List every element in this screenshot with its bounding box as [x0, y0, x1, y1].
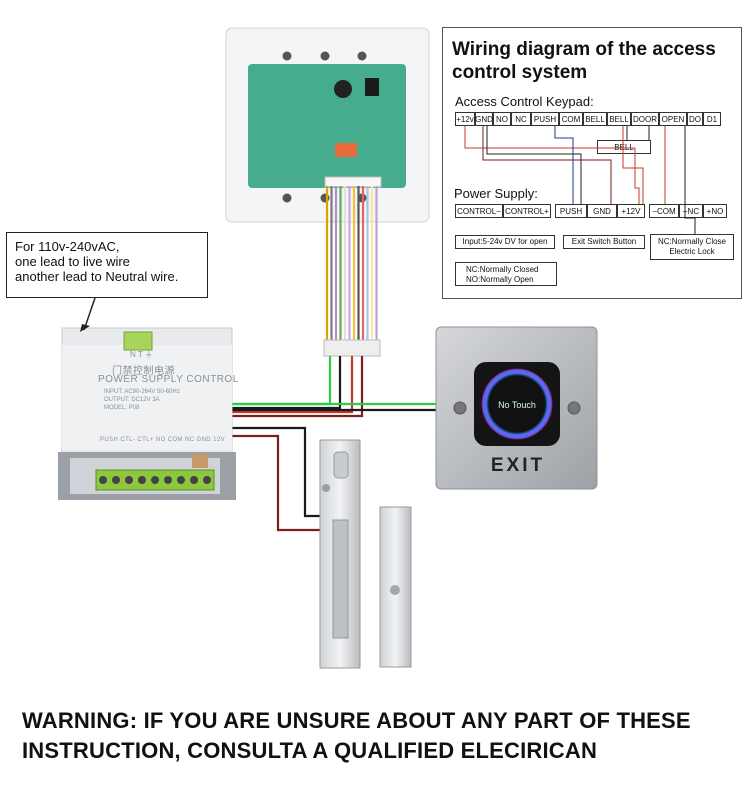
diagram-wire	[622, 126, 644, 204]
magnetic-lock	[319, 439, 412, 669]
power-heading: Power Supply:	[454, 186, 538, 201]
wiring-diagram: Wiring diagram of the access control sys…	[442, 27, 742, 299]
diagram-wire	[482, 126, 612, 204]
keypad-terminal: PUSH	[531, 112, 559, 126]
terminal-screw	[177, 476, 185, 484]
diagram-wire	[486, 126, 582, 204]
ps-english-title: POWER SUPPLY CONTROL	[98, 374, 239, 385]
connector	[335, 143, 357, 157]
exit-button	[435, 326, 598, 490]
legend-note: NC:Normally Closed NO:Normally Open	[455, 262, 557, 286]
legend-line2: NO:Normally Open	[466, 275, 534, 284]
callout-pointer	[80, 297, 96, 332]
legend-line1: NC:Normally Closed	[466, 265, 539, 274]
ps-terminal-labels: PUSH CTL- CTL+ NO COM NC GND 12V	[100, 437, 225, 443]
sensor-text: No Touch	[498, 400, 536, 410]
diagram-title-line1: Wiring diagram of the access	[452, 39, 716, 60]
voltage-callout: For 110v-240vAC, one lead to live wire a…	[6, 232, 208, 298]
ps-spec-model: MODEL: P08	[104, 405, 140, 411]
callout-line1: For 110v-240vAC,	[15, 239, 120, 254]
ribbon-connector	[323, 339, 381, 357]
ps-chinese-title: 门禁控制电源	[112, 366, 175, 377]
field-wires	[228, 356, 440, 532]
nc-lock-note-line1: NC:Normally Close	[657, 237, 726, 246]
terminal-screw	[190, 476, 198, 484]
terminal-screw	[138, 476, 146, 484]
nc-lock-note-line2: Electric Lock	[669, 247, 715, 256]
keypad-terminal: OPEN	[659, 112, 687, 126]
ps-spec-input: INPUT: AC90-264V 50-60Hz	[104, 389, 180, 395]
diagram-wire	[554, 126, 574, 204]
diagram-title-line2: control system	[452, 62, 588, 83]
keypad-terminal: NO	[493, 112, 511, 126]
power-terminal: PUSH	[555, 204, 587, 218]
keypad-terminal: +12v	[455, 112, 475, 126]
diagram-wire	[464, 126, 640, 204]
keypad-heading: Access Control Keypad:	[455, 94, 594, 109]
terminal-screw	[112, 476, 120, 484]
nc-lock-note: NC:Normally Close Electric Lock	[650, 234, 734, 260]
bell-box: BELL	[597, 140, 651, 154]
keypad-terminal: BELL	[607, 112, 631, 126]
power-terminal: CONTROL−	[455, 204, 503, 218]
keypad-terminal: COM	[559, 112, 583, 126]
warning-line1: WARNING: IF YOU ARE UNSURE ABOUT ANY PAR…	[22, 708, 691, 733]
ribbon-cable	[325, 186, 378, 342]
power-terminal: +NO	[703, 204, 727, 218]
diagram-title: Wiring diagram of the access control sys…	[452, 38, 737, 84]
terminal-screw	[151, 476, 159, 484]
warning-line2: INSTRUCTION, CONSULTA A QUALIFIED ELECIR…	[22, 738, 598, 763]
keypad-terminal: GND	[475, 112, 493, 126]
keypad-terminal: DOOR	[631, 112, 659, 126]
power-fuse-terminal	[123, 331, 153, 351]
callout-line2: one lead to live wire	[15, 254, 130, 269]
buzzer	[334, 80, 352, 98]
keypad-terminal: BELL	[583, 112, 607, 126]
power-supply	[58, 327, 236, 500]
diagram-wire-lines	[464, 126, 696, 234]
keypad-terminal: D1	[703, 112, 721, 126]
ps-indicator: N T ⏚	[130, 350, 153, 359]
input-note: Input:5-24v DV for open	[455, 235, 555, 249]
sensor-ring	[481, 368, 553, 440]
power-terminal: CONTROL+	[503, 204, 551, 218]
callout-line3: another lead to Neutral wire.	[15, 269, 179, 284]
diagram-wire	[684, 126, 696, 234]
exit-label: EXIT	[490, 455, 546, 476]
exit-switch-note: Exit Switch Button	[563, 235, 645, 249]
ps-spec-output: OUTPUT: DC12V 3A	[104, 397, 160, 403]
power-terminal: −COM	[649, 204, 679, 218]
terminal-screw	[164, 476, 172, 484]
warning-text: WARNING: IF YOU ARE UNSURE ABOUT ANY PAR…	[22, 706, 742, 766]
keypad-device	[225, 27, 430, 223]
keypad-terminal: NC	[511, 112, 531, 126]
keypad-circuit-board	[248, 64, 406, 188]
power-terminal: +12V	[617, 204, 645, 218]
keypad-terminal: DO	[687, 112, 703, 126]
terminal-screw	[99, 476, 107, 484]
power-terminal: GND	[587, 204, 617, 218]
terminal-screw	[125, 476, 133, 484]
terminal-screw	[203, 476, 211, 484]
